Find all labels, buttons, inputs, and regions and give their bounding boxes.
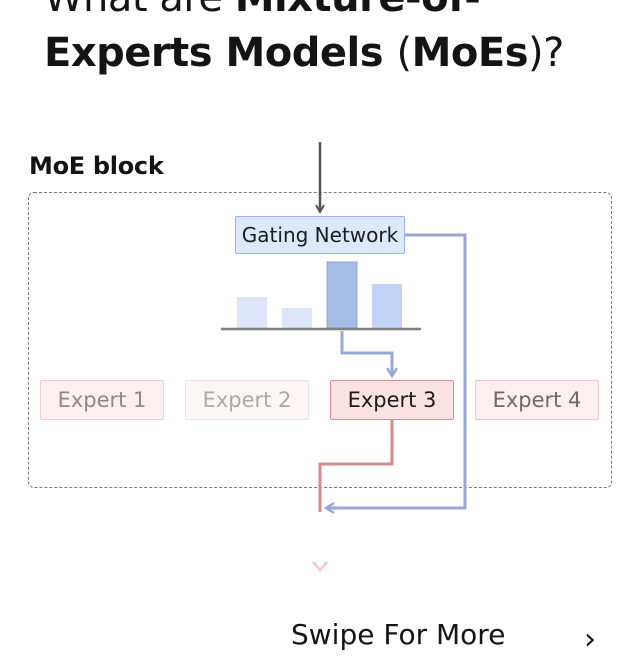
expert-4-box: Expert 4 (475, 380, 599, 420)
gate-weight-bars (237, 261, 402, 329)
title-line-1: What are Mixture-of- (44, 0, 481, 22)
moe-block-label: MoE block (29, 152, 164, 180)
expert-3-box: Expert 3 (330, 380, 454, 420)
title-paren: )? (528, 30, 564, 76)
expert-output-line (318, 420, 394, 512)
title-bold-text: MoEs (411, 30, 529, 76)
title-bold-text: Experts Models (44, 30, 397, 76)
gate-bar-1 (237, 297, 267, 328)
gate-weight-line (326, 233, 467, 508)
moe-diagram (221, 142, 467, 572)
gate-bar-3 (326, 261, 358, 329)
title-bold-text: Mixture-of- (235, 0, 481, 21)
swipe-for-more-label[interactable]: Swipe For More (291, 618, 506, 651)
gate-bar-4 (372, 284, 402, 328)
expert-2-box: Expert 2 (185, 380, 309, 420)
title-plain-text: What are (44, 0, 235, 21)
final-output-arrowhead (312, 561, 328, 572)
expert-1-box: Expert 1 (40, 380, 164, 420)
routing-arrow (340, 331, 392, 376)
title-line-2: Experts Models (MoEs)? (44, 29, 564, 77)
gating-network-box: Gating Network (235, 216, 405, 254)
gate-bar-2 (282, 308, 312, 328)
title-paren: ( (396, 30, 412, 76)
